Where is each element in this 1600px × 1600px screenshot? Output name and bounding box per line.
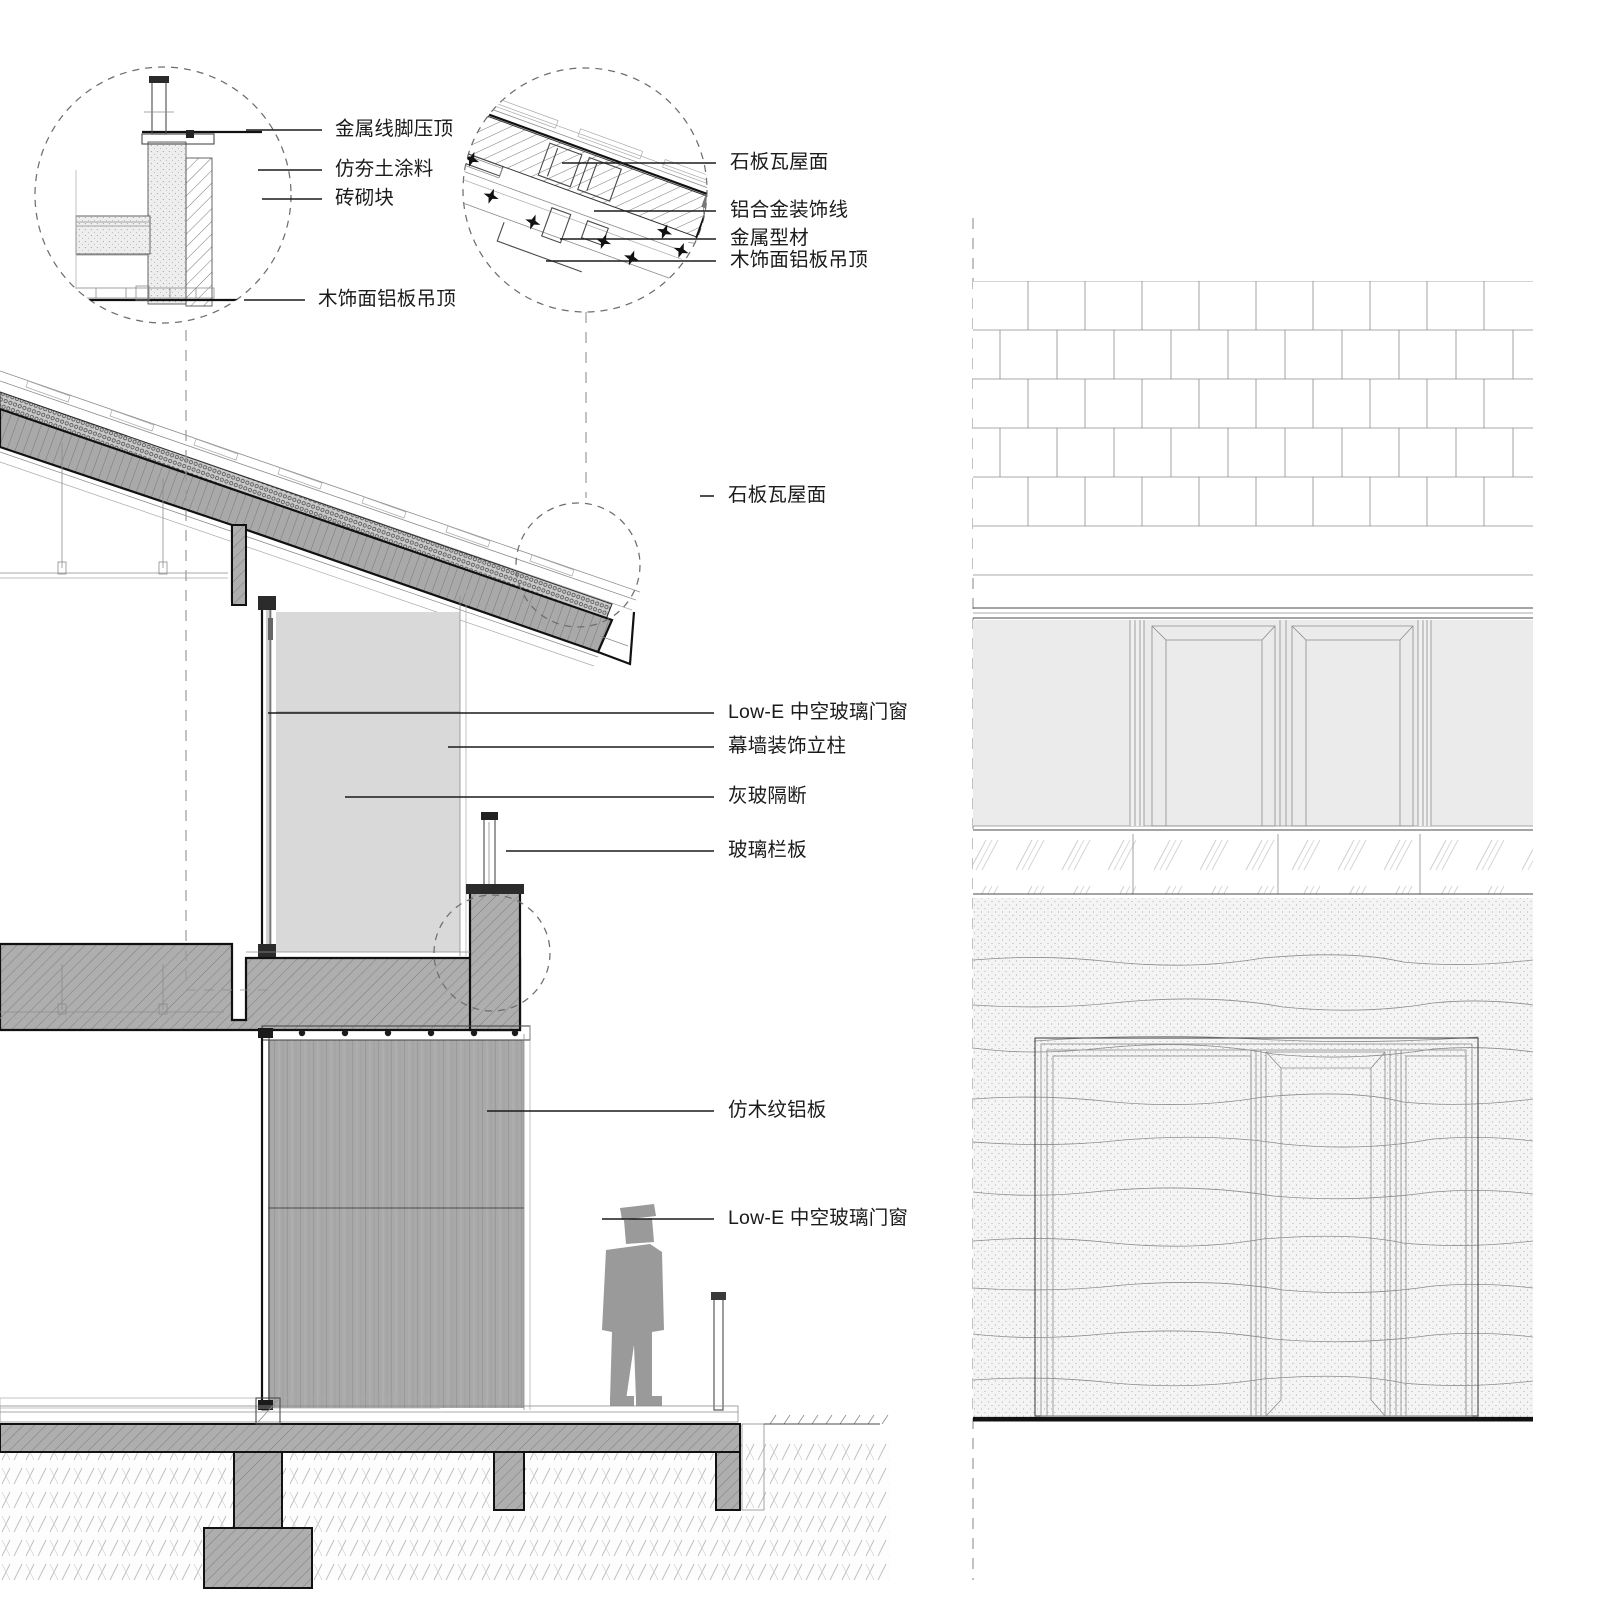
floor-slab-concrete	[0, 942, 522, 1032]
lower-ceiling-hangers	[57, 964, 168, 1015]
elevation-panel	[972, 218, 1533, 1580]
rammed-earth-coating	[185, 157, 213, 307]
callout-parapet-low	[433, 894, 551, 1012]
rammed-earth-wall-elevation	[973, 898, 1533, 1420]
intermediate-floor-slab	[0, 884, 524, 1032]
section-panel: 金属线脚压顶 仿夯土涂料 砖砌块 木饰面铝板吊顶 石板瓦屋面 铝合金装饰线 金属…	[0, 66, 908, 1589]
callout-label-group-parapet: 金属线脚压顶 仿夯土涂料 砖砌块 木饰面铝板吊顶	[244, 118, 456, 310]
terrace-railing-post	[711, 1292, 726, 1411]
glass-spandrel-band	[973, 829, 1533, 895]
callout-label-group-eave: 石板瓦屋面 铝合金装饰线 金属型材 木饰面铝板吊顶	[546, 151, 868, 271]
label-glass-balustrade: 玻璃栏板	[728, 839, 807, 861]
rammed-earth-strata	[973, 954, 1533, 1387]
eave-fixing-stars	[464, 151, 689, 266]
spread-footing	[203, 1527, 313, 1589]
entry-door-assembly	[1034, 1036, 1479, 1417]
label-metal-coping: 金属线脚压顶	[335, 118, 453, 140]
curtain-wall-glazing-band	[973, 620, 1533, 827]
label-alu-trim: 铝合金装饰线	[730, 199, 848, 221]
human-scale-figure	[602, 1204, 664, 1406]
slate-tile-roof-elevation	[973, 281, 1533, 577]
wood-grain-aluminium-wall	[258, 1025, 531, 1411]
upper-wall-jamb	[231, 524, 247, 606]
label-wood-alu-ceiling: 木饰面铝板吊顶	[318, 288, 456, 310]
label-curtain-mullion: 幕墙装饰立柱	[728, 735, 846, 757]
panel-fixings	[298, 1029, 519, 1037]
label-grey-glass-partition: 灰玻隔断	[728, 785, 807, 807]
wood-panel-face	[268, 1040, 524, 1408]
label-lowe-glazing-upper: Low-E 中空玻璃门窗	[728, 701, 908, 723]
ground-slab	[0, 1423, 741, 1453]
callout-eave-tip	[515, 502, 641, 628]
label-slate-roof-main: 石板瓦屋面	[728, 484, 827, 506]
detail-callout-eave	[462, 67, 708, 313]
foundation-assembly	[0, 1397, 890, 1589]
ceiling-fixings	[95, 285, 197, 301]
label-rammed-earth-coating: 仿夯土涂料	[335, 158, 434, 180]
glazing-head-transom	[973, 607, 1533, 619]
door-mullion	[1250, 1050, 1262, 1416]
turf-hatch	[764, 1414, 889, 1425]
brick-block-core	[147, 141, 187, 305]
ceiling-hangers	[57, 443, 168, 575]
terrace-deck	[0, 1397, 739, 1423]
door-mullion-2	[1389, 1050, 1402, 1416]
label-brick-block: 砖砌块	[335, 187, 394, 209]
sloped-roof-assembly	[0, 370, 641, 667]
mullion-2	[1279, 620, 1287, 826]
upper-curtain-wall	[258, 590, 467, 958]
mullion-3	[1417, 620, 1432, 826]
label-wood-grain-aluminium: 仿木纹铝板	[728, 1099, 827, 1121]
label-metal-profile: 金属型材	[730, 227, 809, 249]
label-wood-alu-ceiling-2: 木饰面铝板吊顶	[730, 249, 868, 271]
slate-tile-courses	[25, 380, 575, 577]
mullion-1	[1129, 620, 1145, 826]
glass-panel-upper	[276, 612, 460, 952]
section-label-group: 石板瓦屋面 Low-E 中空玻璃门窗 幕墙装饰立柱 灰玻隔断 玻璃栏板 仿木纹铝…	[268, 484, 908, 1229]
label-lowe-glazing-lower: Low-E 中空玻璃门窗	[728, 1207, 908, 1229]
label-slate-roof-detail: 石板瓦屋面	[730, 151, 829, 173]
